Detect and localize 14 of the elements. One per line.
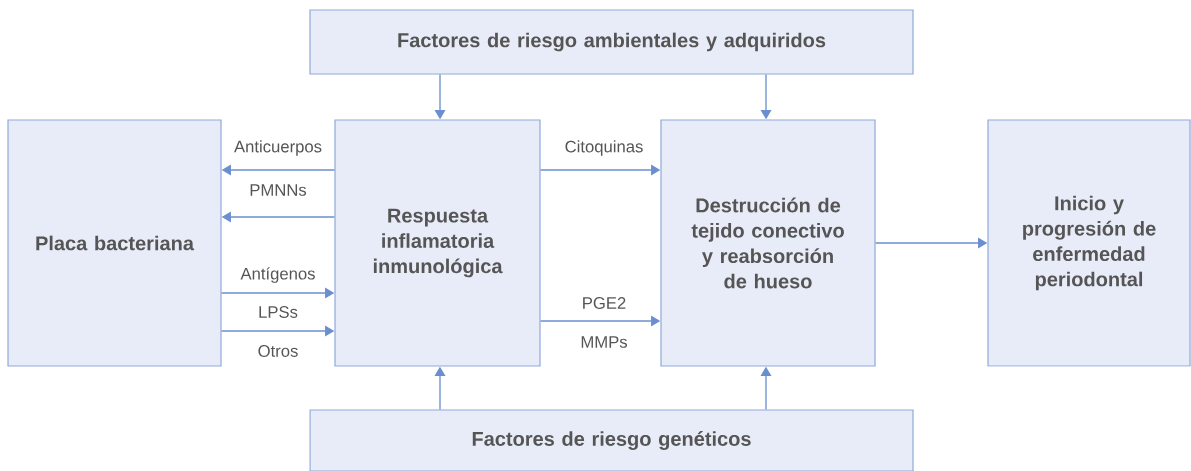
- edge-label: Antígenos: [239, 265, 317, 285]
- process-box: Factores de riesgo ambientales y adquiridos: [309, 9, 914, 75]
- process-box: Respuesta inflamatoria inmunológica: [334, 119, 541, 367]
- edge-label: PMNNs: [247, 182, 309, 198]
- edge-label: Anticuerpos: [232, 138, 324, 158]
- process-box: Placa bacteriana: [7, 119, 222, 367]
- process-box: Inicio y progresión de enfermedad periodontal: [987, 119, 1191, 367]
- process-box: Destrucción de tejido conectivo y reabsorción de hueso: [660, 119, 876, 367]
- process-box: Factores de riesgo genéticos: [309, 409, 914, 471]
- edge-label: Citoquinas: [563, 138, 645, 158]
- edge-label: PGE2: [580, 295, 628, 311]
- signal-label: Otros: [258, 345, 298, 357]
- signal-label: MMPs: [581, 336, 627, 348]
- edge-label: LPSs: [256, 304, 300, 320]
